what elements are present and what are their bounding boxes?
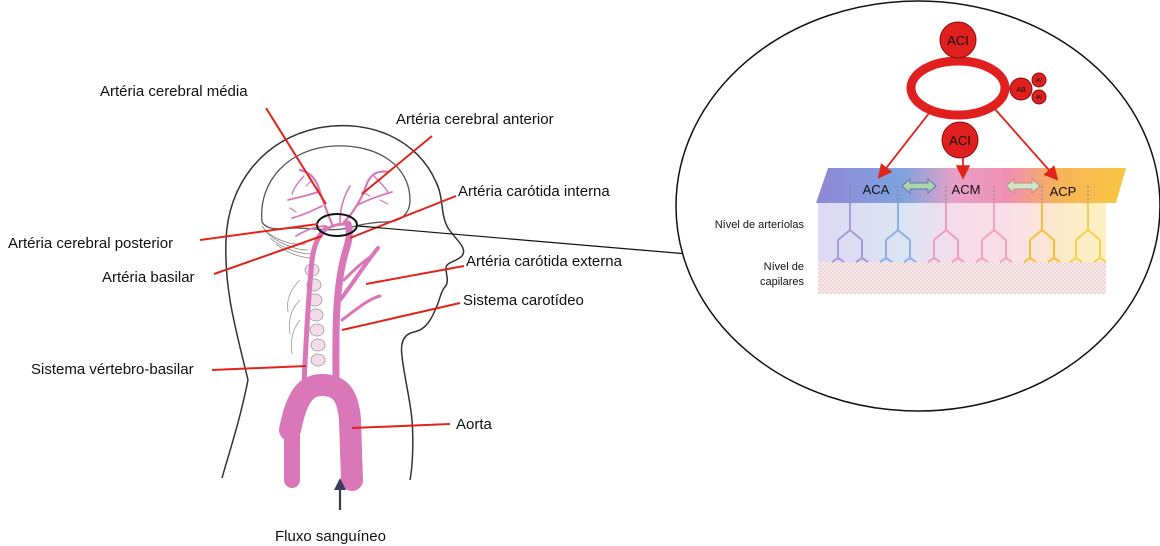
- label-aci-top: ACI: [947, 33, 969, 48]
- label-cerebral-media: Artéria cerebral média: [100, 83, 248, 100]
- zoom-inset: ACI ACI AB AV AV ACA ACM ACP Nível de ar…: [676, 1, 1160, 411]
- ribs: [288, 280, 301, 354]
- label-ab: AB: [1016, 87, 1026, 94]
- pointer-carotida-externa: [366, 266, 464, 284]
- pointer-carotida-interna: [350, 196, 456, 238]
- label-sistema-carotideo: Sistema carotídeo: [463, 292, 584, 309]
- label-nivel-arteriolas: Nível de arteríolas: [715, 219, 805, 231]
- label-carotida-externa: Artéria carótida externa: [466, 253, 623, 270]
- pointer-cerebral-posterior: [200, 224, 318, 240]
- label-vertebro-basilar: Sistema vértebro-basilar: [31, 361, 194, 378]
- label-nivel-capilares-2: capilares: [760, 276, 805, 288]
- label-cerebral-anterior: Artéria cerebral anterior: [396, 111, 554, 128]
- label-aci-bottom: ACI: [949, 133, 971, 148]
- pointer-aorta: [352, 424, 450, 428]
- label-nivel-capilares-1: Nível de: [764, 261, 804, 273]
- zoom-connector-line: [358, 226, 688, 254]
- brain-outline: [262, 146, 410, 230]
- arteries: [288, 170, 392, 480]
- neck-back-outline: [222, 380, 248, 478]
- capillary-zone: [818, 262, 1106, 294]
- label-acm: ACM: [952, 182, 981, 197]
- label-fluxo: Fluxo sanguíneo: [275, 528, 386, 545]
- pointer-vertebro-basilar: [212, 366, 306, 370]
- label-aorta: Aorta: [456, 416, 493, 433]
- label-av-2: AV: [1036, 95, 1043, 101]
- label-cerebral-posterior: Artéria cerebral posterior: [8, 235, 173, 252]
- label-carotida-interna: Artéria carótida interna: [458, 183, 610, 200]
- label-av-1: AV: [1036, 78, 1043, 84]
- carotid-vessel: [336, 224, 349, 385]
- label-acp: ACP: [1050, 184, 1077, 199]
- label-aca: ACA: [863, 182, 890, 197]
- label-basilar: Artéria basilar: [102, 269, 195, 286]
- pointer-cerebral-anterior: [362, 136, 432, 194]
- pointer-cerebral-media: [266, 108, 326, 204]
- head-illustration: [222, 126, 464, 510]
